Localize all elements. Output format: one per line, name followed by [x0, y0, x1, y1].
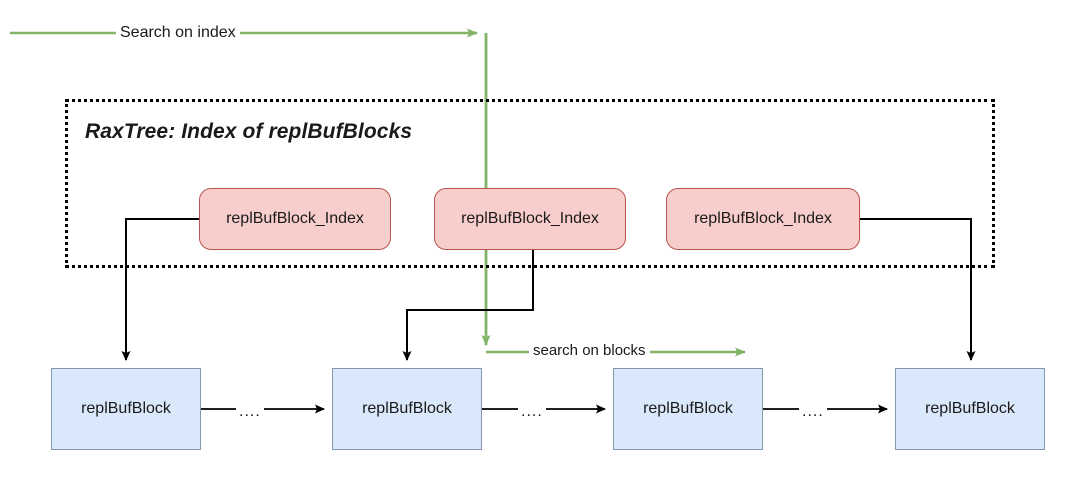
label-search-on-blocks: search on blocks: [529, 342, 650, 359]
chain-ellipsis-2: ....: [518, 404, 546, 420]
label-search-on-index: Search on index: [116, 24, 240, 42]
chain-ellipsis-1: ....: [236, 404, 264, 420]
block-node-3[interactable]: replBufBlock: [613, 368, 763, 450]
block-node-4-label: replBufBlock: [925, 400, 1015, 417]
index-node-2[interactable]: replBufBlock_Index: [434, 188, 626, 250]
block-node-3-label: replBufBlock: [643, 400, 733, 417]
raxtree-container: [65, 99, 995, 268]
block-node-4[interactable]: replBufBlock: [895, 368, 1045, 450]
index-node-1[interactable]: replBufBlock_Index: [199, 188, 391, 250]
block-node-1[interactable]: replBufBlock: [51, 368, 201, 450]
index-node-3[interactable]: replBufBlock_Index: [666, 188, 860, 250]
raxtree-title: RaxTree: Index of replBufBlocks: [85, 120, 413, 143]
index-node-2-label: replBufBlock_Index: [461, 210, 599, 227]
index-node-1-label: replBufBlock_Index: [226, 210, 364, 227]
block-node-1-label: replBufBlock: [81, 400, 171, 417]
block-node-2-label: replBufBlock: [362, 400, 452, 417]
block-node-2[interactable]: replBufBlock: [332, 368, 482, 450]
chain-ellipsis-3: ....: [799, 404, 827, 420]
index-node-3-label: replBufBlock_Index: [694, 210, 832, 227]
